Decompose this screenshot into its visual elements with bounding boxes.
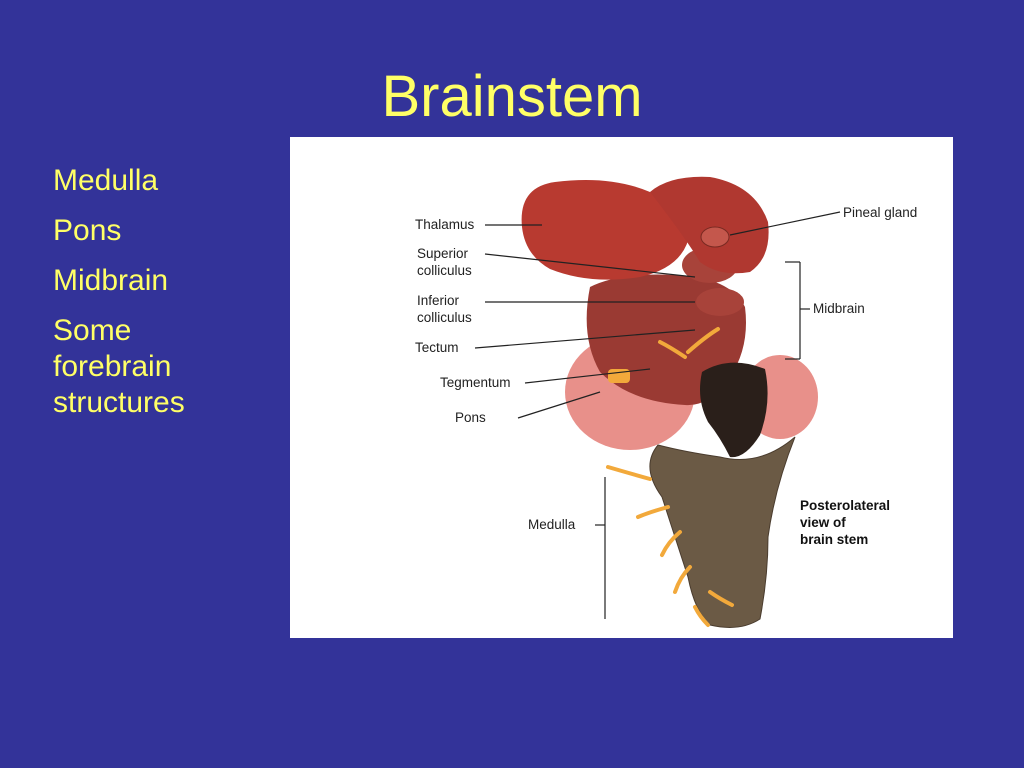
- bullet-list: Medulla Pons Midbrain Some forebrain str…: [53, 163, 253, 435]
- slide-title: Brainstem: [381, 64, 643, 129]
- fourth-ventricle: [700, 362, 768, 458]
- inferior-colliculus: [696, 288, 744, 316]
- brainstem-diagram: Thalamus Superior colliculus Inferior co…: [415, 176, 917, 628]
- label-superior-colliculus: colliculus: [417, 263, 472, 278]
- bullet-item: Medulla: [53, 164, 159, 197]
- label-inferior: Inferior: [417, 293, 460, 308]
- label-tegmentum: Tegmentum: [440, 375, 511, 390]
- caption-line: view of: [800, 515, 846, 530]
- bullet-item: Midbrain: [53, 264, 169, 297]
- cranial-nerves: [606, 327, 734, 627]
- bullet-item: Pons: [53, 214, 122, 247]
- caption-line: brain stem: [800, 532, 868, 547]
- thalamus-shape: [521, 179, 690, 280]
- label-pineal-gland: Pineal gland: [843, 205, 917, 220]
- medulla-shape: [649, 436, 796, 628]
- label-pons: Pons: [455, 410, 486, 425]
- thalamus-right: [650, 176, 769, 274]
- pineal-gland: [700, 226, 730, 248]
- label-midbrain: Midbrain: [813, 301, 865, 316]
- caption-line: Posterolateral: [800, 498, 890, 513]
- bullet-item: Some forebrain structures: [53, 314, 185, 419]
- label-medulla: Medulla: [528, 517, 576, 532]
- label-superior: Superior: [417, 246, 469, 261]
- label-inferior-colliculus: colliculus: [417, 310, 472, 325]
- label-thalamus: Thalamus: [415, 217, 475, 232]
- label-tectum: Tectum: [415, 340, 459, 355]
- brainstem-figure: Thalamus Superior colliculus Inferior co…: [290, 137, 953, 638]
